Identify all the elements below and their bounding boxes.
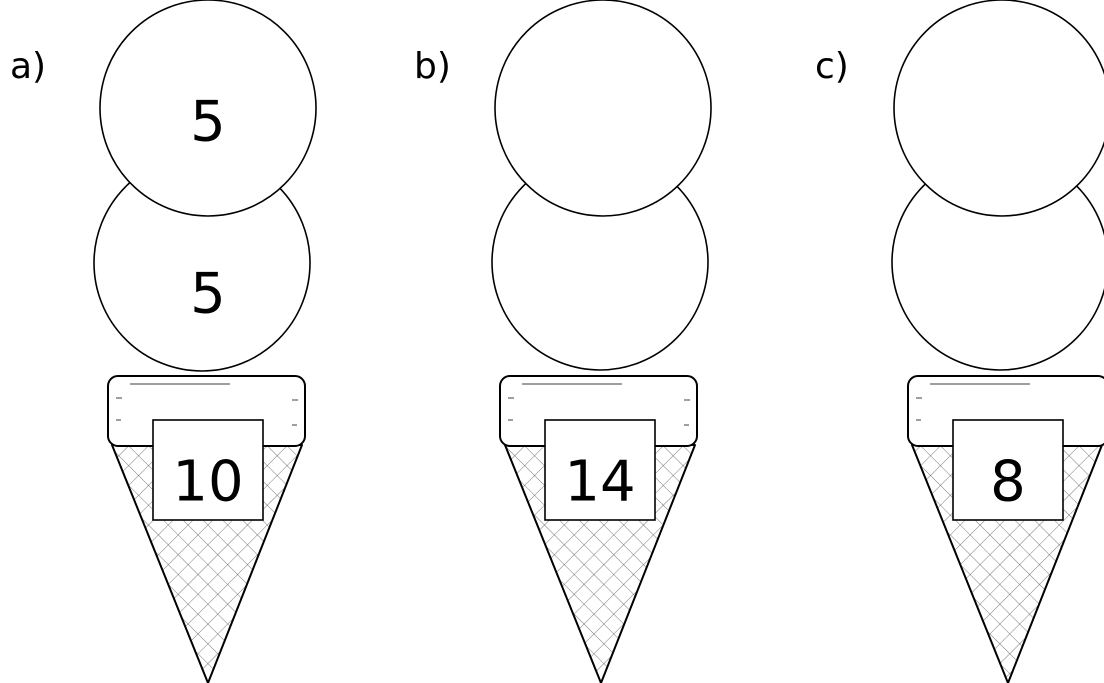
- scoop-a-bottom-value: 5: [190, 262, 226, 327]
- total-b-value: 14: [564, 450, 635, 515]
- total-box-a: [152, 419, 264, 521]
- ice-cream-a: a) 5 5 10: [10, 0, 317, 683]
- scoop-a-top-value: 5: [190, 90, 226, 155]
- total-a-value: 10: [172, 450, 243, 515]
- label-b: b): [414, 46, 451, 87]
- total-c-value: 8: [990, 450, 1026, 515]
- ice-cream-b: b) 14: [414, 0, 712, 683]
- scoop-c-top: [893, 0, 1104, 217]
- total-box-b: [544, 419, 656, 521]
- total-box-c: [952, 419, 1064, 521]
- ice-cream-c: c) 8: [815, 0, 1104, 683]
- label-c: c): [815, 46, 849, 87]
- label-a: a): [10, 46, 46, 87]
- scoop-a-top: [99, 0, 317, 217]
- scoop-b-top: [494, 0, 712, 217]
